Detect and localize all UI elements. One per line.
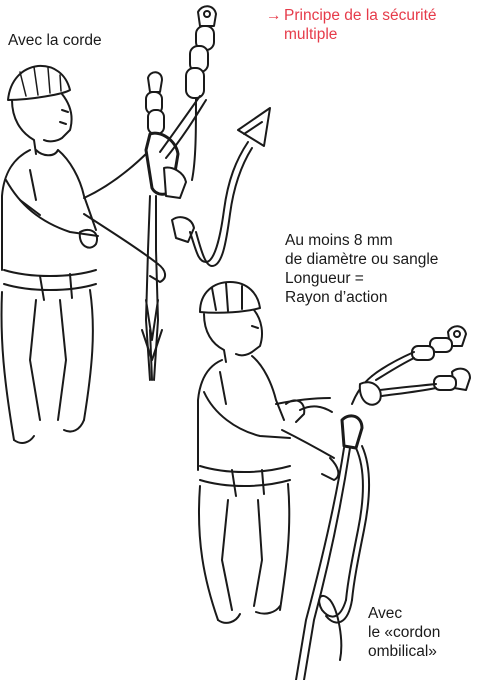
arrow-right-icon: → [266, 6, 284, 25]
label-principle: →Principe de la sécurité multiple [266, 6, 437, 44]
climber-bottom-figure [198, 282, 338, 623]
label-cordon-ombilical: Avec le «cordon ombilical» [368, 604, 440, 661]
cordon-line-3: ombilical» [368, 642, 440, 661]
cordon-line-1: Avec [368, 604, 440, 623]
rope-strands-top [142, 196, 162, 380]
rope-spec-line-1: Au moins 8 mm [285, 231, 438, 250]
anchor-chain-bottom [300, 326, 470, 448]
label-avec-la-corde: Avec la corde [8, 31, 102, 50]
climber-top-figure [2, 66, 195, 443]
anchor-chain-top [146, 6, 216, 198]
rope-strands-bottom [296, 446, 369, 680]
principle-line-2: multiple [266, 25, 437, 44]
rope-arrow [190, 108, 270, 266]
principle-text-1: Principe de la sécurité [284, 7, 437, 24]
label-rope-spec: Au moins 8 mm de diamètre ou sangle Long… [285, 231, 438, 307]
rope-spec-line-4: Rayon d’action [285, 288, 438, 307]
principle-line-1: →Principe de la sécurité [266, 6, 437, 25]
rope-spec-line-3: Longueur = [285, 269, 438, 288]
rope-spec-line-2: de diamètre ou sangle [285, 250, 438, 269]
cordon-line-2: le «cordon [368, 623, 440, 642]
